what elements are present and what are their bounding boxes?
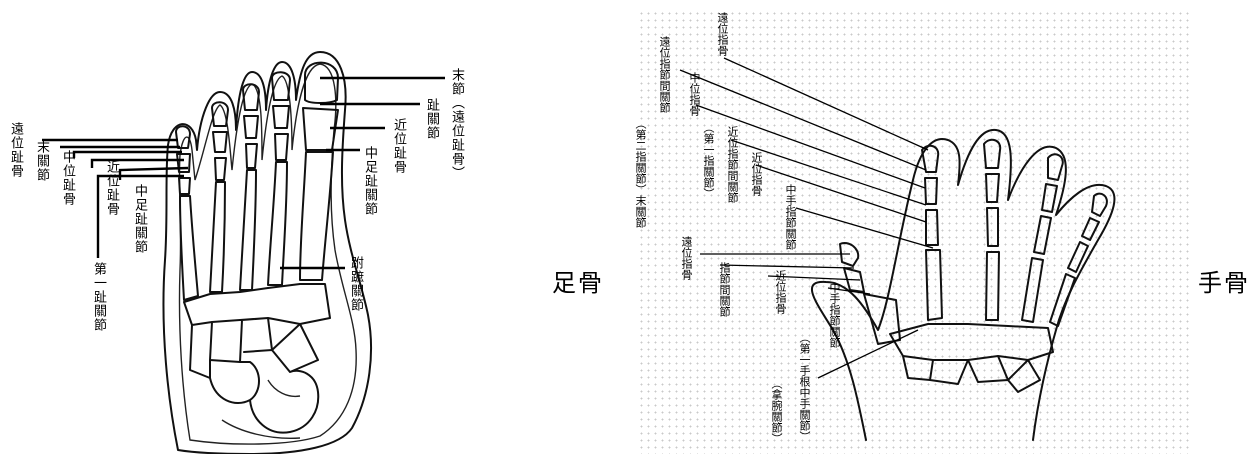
label-middle-phalanx: 中位趾骨	[60, 150, 75, 206]
leader-mtp-joint	[118, 166, 189, 180]
leader-middle-phalanx	[72, 150, 182, 158]
label-proximal-phalanx-2: 近位趾骨	[391, 118, 406, 174]
label-thumb-distal: 遠位指骨	[680, 236, 693, 280]
metatarsal-5	[179, 195, 199, 301]
label-end-segment: 末節（遠位趾骨）	[449, 68, 464, 180]
label-mtp-joint-2: 中足趾關節	[362, 146, 377, 216]
leader-thumb-ip	[719, 264, 855, 269]
label-thumb-proximal: 近位指骨	[774, 270, 787, 314]
label-pip-joint: （第一指關節）	[702, 122, 715, 199]
label-thumb-terminal: （第二指關節）末關節	[634, 118, 647, 228]
metatarsal-3	[239, 169, 257, 291]
toe2-bones	[271, 71, 291, 161]
leader-first-cmc	[817, 329, 919, 379]
label-thumb-ip: 指節間關節	[718, 262, 731, 317]
label-distal-phalanx-top: 遠位指骨	[716, 12, 729, 56]
hand-caption: 手骨	[1198, 269, 1250, 297]
label-first-cmc: （第一手根中手關節）	[798, 332, 811, 442]
carpal-bones	[889, 323, 1054, 393]
label-mtp-joint: 中足趾關節	[132, 184, 147, 254]
hand-bones-drawing	[679, 57, 1116, 441]
tarsal-bones	[183, 283, 331, 434]
toe4-bones	[211, 101, 229, 181]
label-terminal-joint: 末關節	[34, 140, 49, 182]
thumb-bones	[839, 242, 901, 345]
metatarsal-1	[299, 151, 334, 281]
leader-proximal-phalanx	[90, 158, 184, 168]
leader-first-toe-joint	[96, 174, 184, 258]
label-proximal-phalanx: 近位趾骨	[104, 160, 119, 216]
foot-caption: 足骨	[552, 269, 604, 297]
foot-bones-drawing	[42, 51, 445, 454]
label-mcp-joint: 中手指節關節	[784, 184, 797, 250]
hand-diagram: 遠位指骨 遠位指節間關節 （第二指關節）末關節 中位指骨 （第一指關節） 近位指…	[628, 0, 1193, 454]
label-dip-joint: 遠位指節間關節	[658, 36, 671, 113]
leader-dip-joint	[679, 69, 927, 171]
metatarsal-2	[267, 161, 288, 286]
ring-finger-bones	[1021, 153, 1064, 323]
label-pip-joint-2: 近位指節間關節	[726, 126, 739, 203]
toe3-bones	[242, 83, 260, 169]
metatarsal-4	[209, 181, 226, 293]
label-thumb-mcp: 中手指節關節	[828, 282, 841, 348]
foot-outline-inner	[178, 63, 357, 445]
hand-outline	[811, 128, 1116, 441]
leader-distal-phalanx-top	[723, 57, 929, 151]
foot-diagram: 遠位趾骨 末關節 中位趾骨 近位趾骨 中足趾關節 第一趾關節 末節（遠位趾骨） …	[0, 0, 520, 454]
label-proximal-phalanx: 近位指骨	[750, 152, 763, 196]
label-first-toe-joint: 第一趾關節	[91, 262, 106, 332]
heel-detail	[221, 379, 301, 440]
leader-thumb-proximal	[767, 275, 861, 281]
big-toe-distal	[304, 61, 339, 104]
label-wrist-joint: （拿腕關節）	[770, 378, 783, 444]
label-tarsometatarsal: 跗蹠關節	[348, 256, 363, 312]
little-finger-bones	[1049, 192, 1108, 327]
leader-middle-phalanx	[695, 104, 926, 189]
label-toe-joint: 趾關節	[424, 98, 439, 140]
middle-finger-bones	[983, 138, 1002, 321]
toe5-bones	[175, 125, 191, 195]
index-finger-bones	[921, 144, 943, 321]
foot-outline-outer	[162, 51, 373, 454]
dot-grid-background	[638, 10, 1193, 454]
leader-mcp-joint	[795, 207, 934, 249]
label-distal-phalanx: 遠位趾骨	[8, 122, 23, 178]
leader-pip-joint	[730, 139, 927, 206]
label-middle-phalanx: 中位指骨	[688, 72, 701, 116]
leader-proximal-phalanx	[755, 164, 927, 223]
leader-thumb-mcp	[827, 287, 871, 295]
